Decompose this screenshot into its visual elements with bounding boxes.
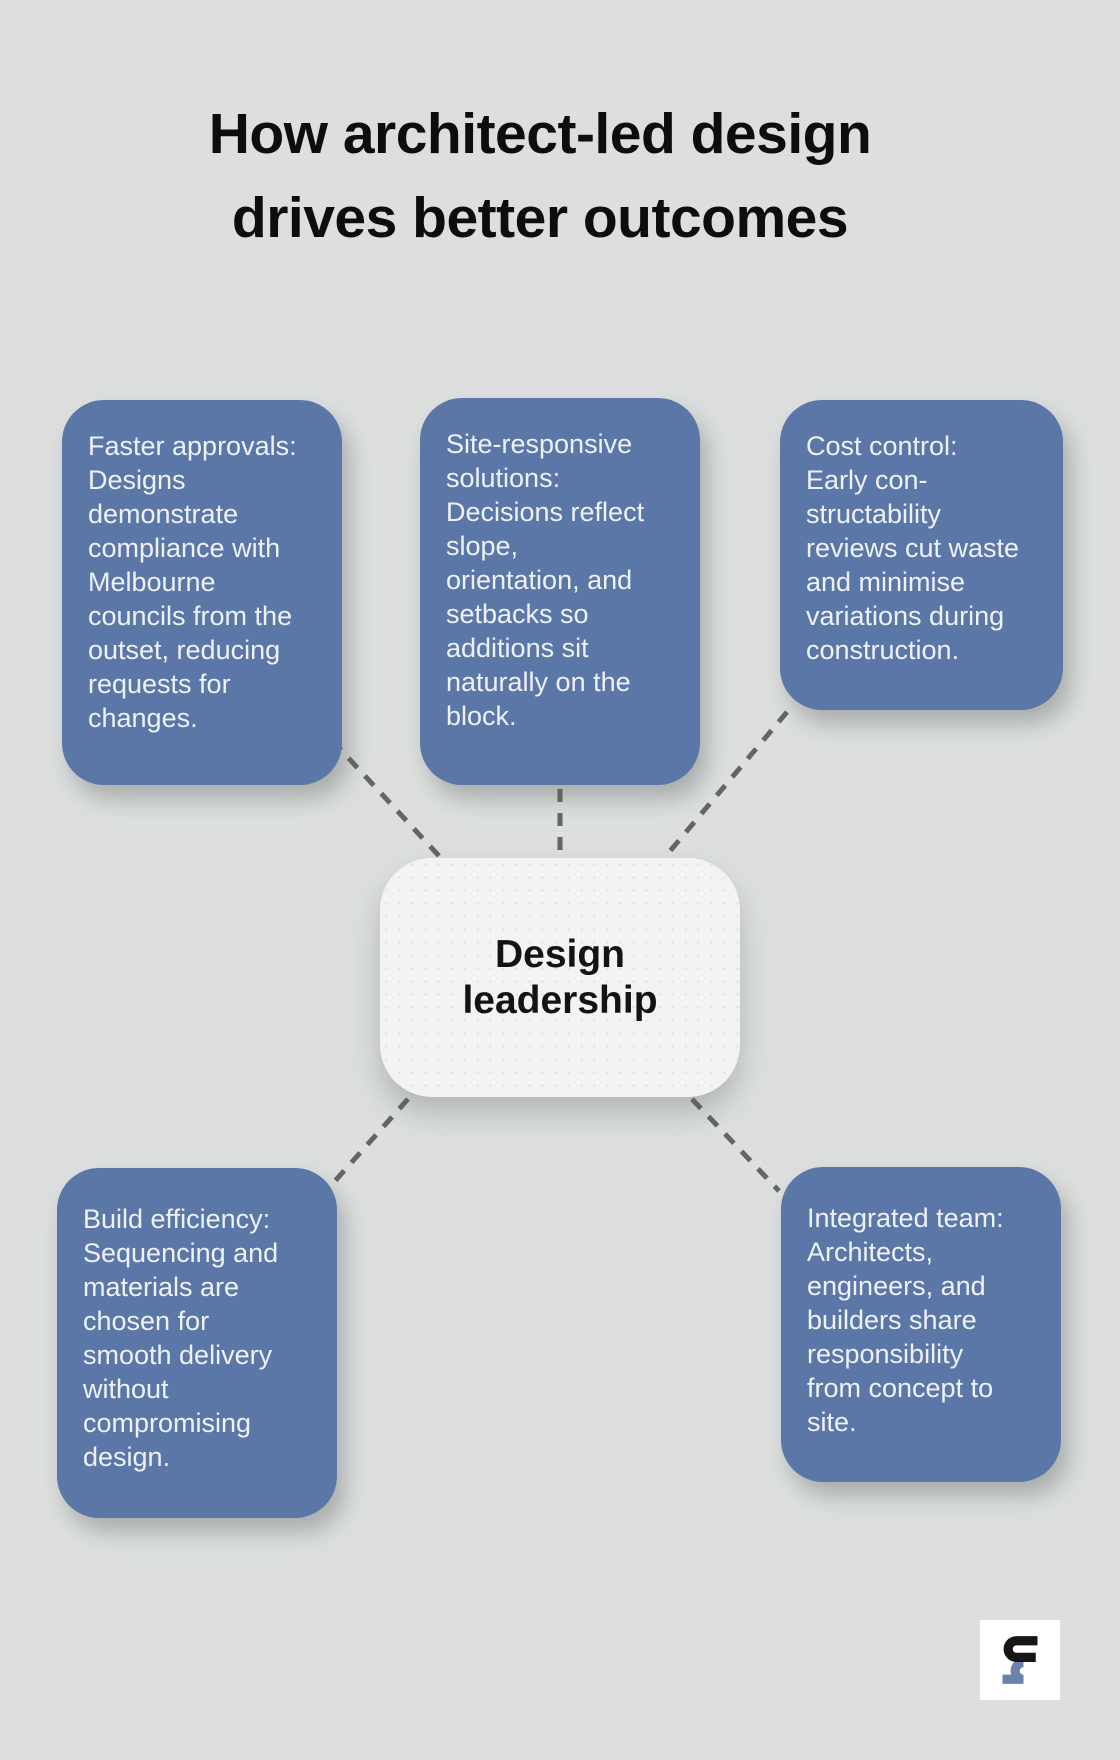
s-monogram-icon (1002, 1636, 1038, 1684)
connector-integrated-team (690, 1097, 781, 1193)
logo (980, 1620, 1060, 1700)
benefit-node-site-responsive-solutions: Site-responsive solutions: Decisions ref… (420, 398, 700, 785)
benefit-node-faster-approvals: Faster approvals: Designs demonstrate co… (62, 400, 342, 785)
benefit-node-build-efficiency: Build efficiency: Sequencing and materia… (57, 1168, 337, 1518)
page-title: How architect-led design drives better o… (208, 102, 872, 250)
connector-build-efficiency (317, 1097, 410, 1201)
benefit-node-integrated-team: Integrated team: Architects, engineers, … (781, 1167, 1061, 1482)
benefit-node-cost-control: Cost control: Early con- structability r… (780, 400, 1063, 710)
center-node-design-leadership: Design leadership (380, 858, 740, 1097)
